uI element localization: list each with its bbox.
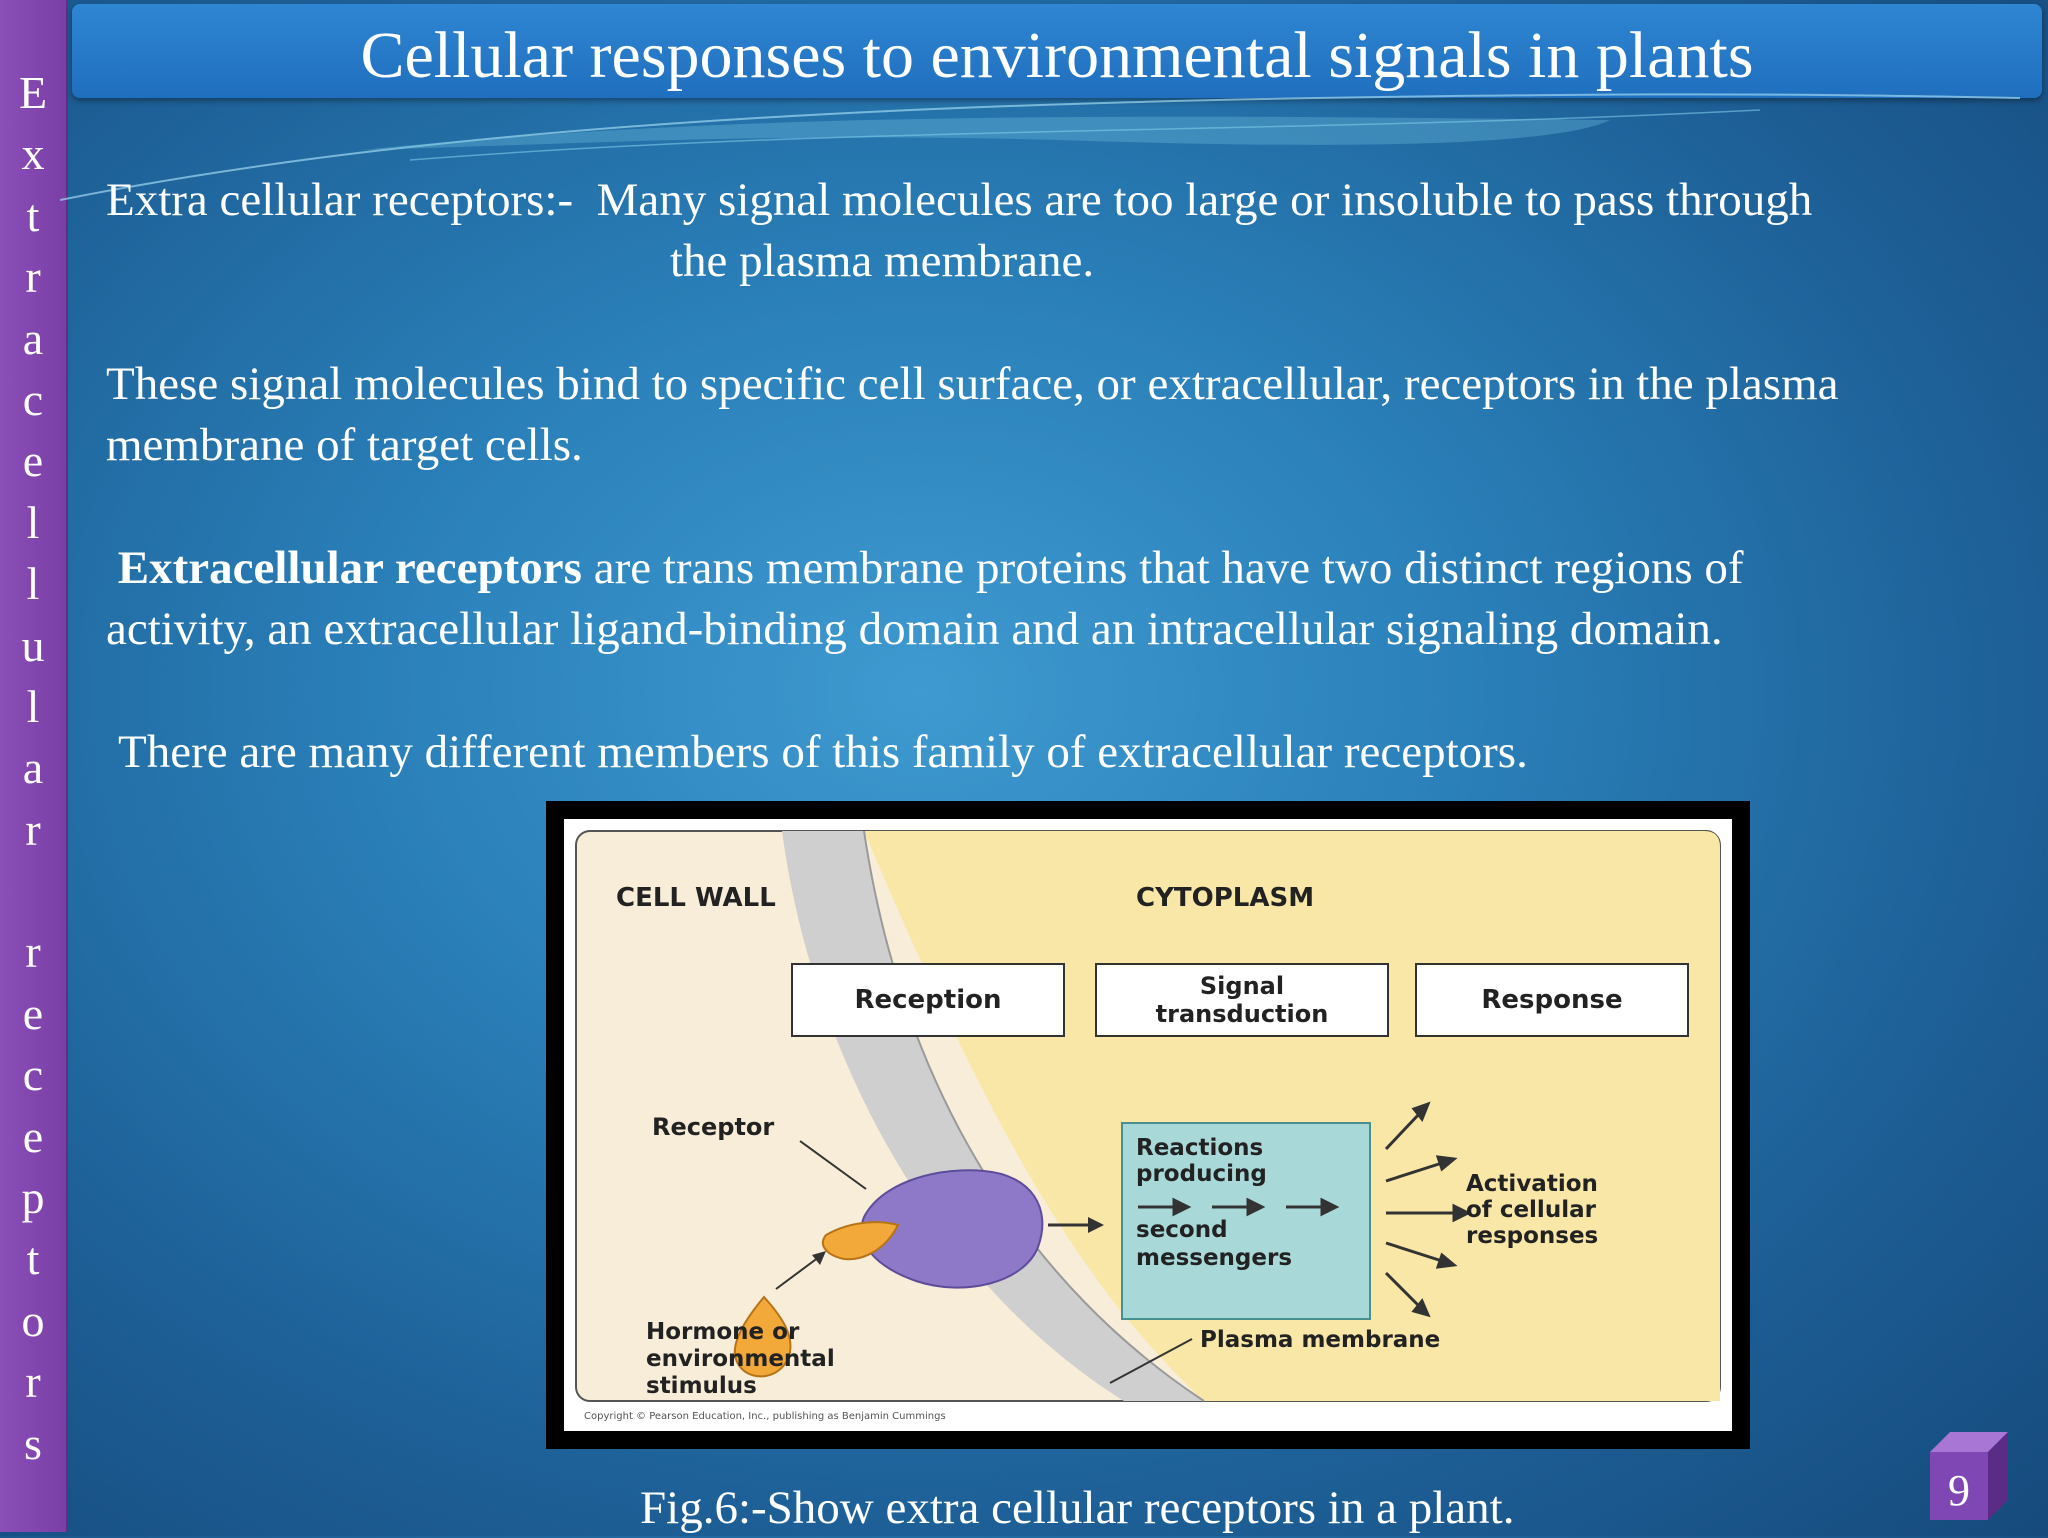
definition-text: Many signal molecules are too large or i…	[596, 174, 1813, 226]
cell-wall-label: CELL WALL	[616, 883, 776, 913]
sidebar-letter: a	[22, 312, 44, 364]
sidebar-letter: l	[26, 680, 40, 732]
binding-line-1: These signal molecules bind to specific …	[106, 358, 1839, 410]
sidebar-letter: E	[18, 67, 48, 118]
activation-line-3: responses	[1466, 1223, 1598, 1249]
activation-line-2: of cellular	[1466, 1197, 1597, 1223]
sidebar-letter: t	[26, 1233, 40, 1285]
paragraph-definition: Extra cellular receptors:- Many signal m…	[106, 170, 1812, 292]
reception-label: Reception	[854, 985, 1001, 1015]
sidebar-letter: e	[22, 1110, 44, 1162]
plasma-membrane-label: Plasma membrane	[1200, 1327, 1440, 1353]
sidebar-letter: x	[21, 128, 45, 180]
sidebar-letter: c	[22, 1049, 44, 1101]
structure-rest: are trans membrane proteins that have tw…	[593, 542, 1744, 594]
hormone-line-3: stimulus	[646, 1373, 757, 1399]
free-hormone	[733, 1295, 792, 1378]
sidebar-letter: l	[26, 496, 40, 548]
title-bar: Cellular responses to environmental sign…	[72, 4, 2042, 98]
sidebar-letter: r	[25, 803, 41, 855]
reactions-box	[1121, 1122, 1371, 1320]
cytoplasm-label: CYTOPLASM	[1136, 883, 1314, 913]
response-label: Response	[1481, 985, 1622, 1015]
sidebar-letter: l	[26, 558, 40, 610]
sidebar-letter: r	[25, 926, 41, 978]
sidebar-letter: a	[22, 742, 44, 794]
hormone-line-2: environmental	[646, 1346, 835, 1372]
receptor-protein	[860, 1169, 1044, 1289]
sidebar-letter: e	[22, 987, 44, 1039]
family-text: There are many different members of this…	[118, 726, 1528, 778]
figure-diagram: CELL WALL CYTOPLASM Reception Signal tra…	[564, 819, 1732, 1431]
reception-box	[791, 963, 1065, 1037]
figure-copyright: Copyright © Pearson Education, Inc., pub…	[584, 1411, 946, 1422]
reactions-line-4: messengers	[1136, 1245, 1292, 1271]
sidebar-letter: s	[24, 1417, 42, 1469]
paragraph-family: There are many different members of this…	[118, 722, 1528, 783]
sidebar-letter: o	[21, 1294, 45, 1346]
structure-bold-term: Extracellular receptors	[117, 542, 582, 594]
figure-frame: CELL WALL CYTOPLASM Reception Signal tra…	[546, 801, 1750, 1449]
paragraph-structure: Extracellular receptors are trans membra…	[106, 538, 1744, 660]
sidebar-letter: t	[26, 189, 40, 241]
definition-lead: Extra cellular receptors:-	[106, 174, 574, 226]
reactions-line-1: Reactions	[1136, 1135, 1263, 1161]
receptor-label: Receptor	[652, 1113, 774, 1141]
figure-caption: Fig.6:-Show extra cellular receptors in …	[640, 1482, 1515, 1534]
response-box	[1415, 963, 1689, 1037]
decorative-swoosh	[60, 93, 2020, 201]
slide-title: Cellular responses to environmental sign…	[360, 19, 1754, 92]
definition-continuation: the plasma membrane.	[670, 235, 1095, 287]
signal-transduction-box	[1095, 963, 1389, 1037]
bound-ligand	[821, 1221, 900, 1261]
binding-line-2: membrane of target cells.	[106, 419, 583, 471]
signal-label: Signal	[1200, 972, 1284, 1000]
hormone-line-1: Hormone or	[646, 1319, 800, 1345]
page-number: 9	[1948, 1466, 1970, 1515]
transduction-label: transduction	[1156, 1000, 1329, 1028]
reactions-line-3: second	[1136, 1217, 1228, 1243]
reactions-line-2: producing	[1136, 1161, 1267, 1187]
paragraph-binding: These signal molecules bind to specific …	[106, 354, 1839, 476]
sidebar-letter: c	[22, 373, 44, 425]
sidebar-letter: e	[22, 435, 44, 487]
activation-line-1: Activation	[1466, 1171, 1598, 1197]
sidebar-letter: u	[21, 619, 45, 671]
structure-line-2: activity, an extracellular ligand-bindin…	[106, 603, 1723, 655]
sidebar-letter: p	[21, 1172, 45, 1224]
sidebar-letter: r	[25, 251, 41, 303]
page-number-cube-icon	[1930, 1432, 2008, 1520]
sidebar-letter: r	[25, 1356, 41, 1408]
